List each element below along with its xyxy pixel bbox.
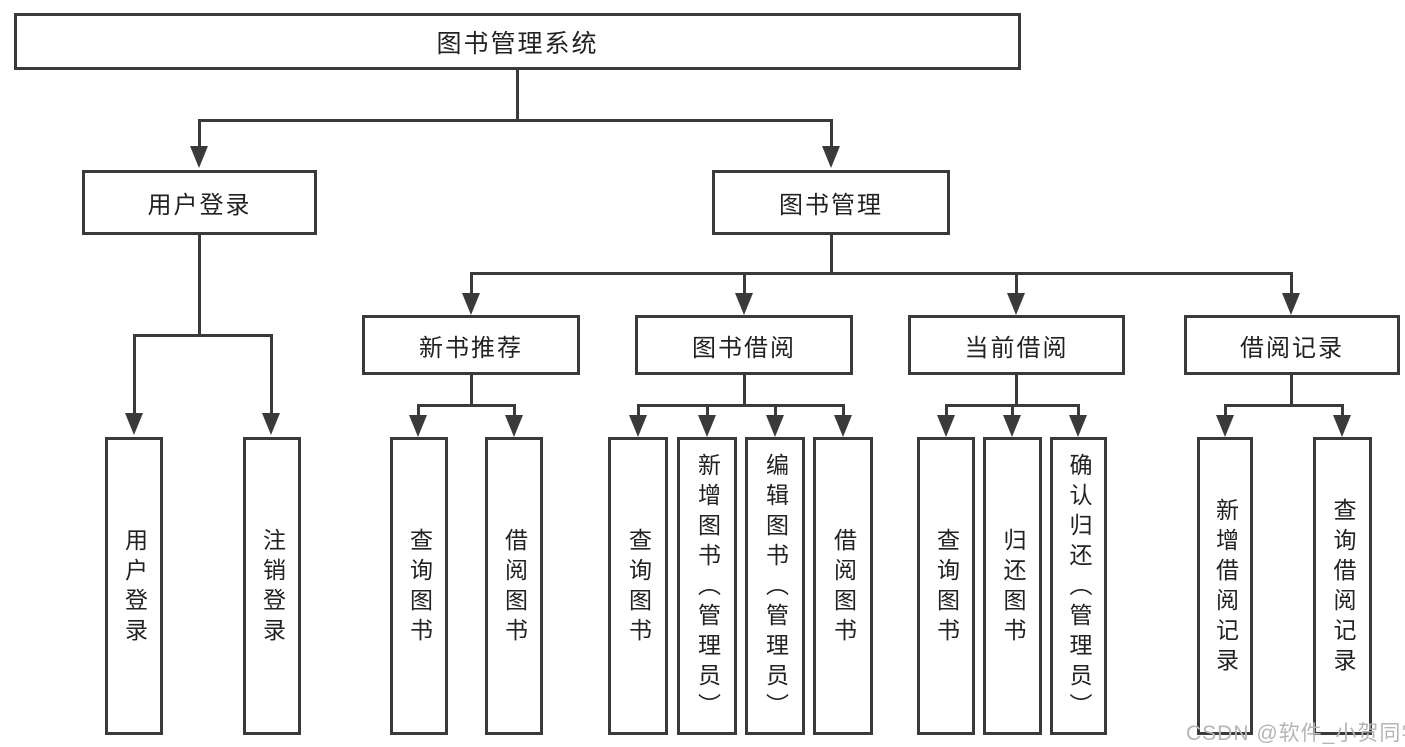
connector-stub bbox=[637, 404, 640, 417]
leaf-logout-login: 注销登录 bbox=[243, 437, 301, 735]
connector-stub-borrow-records bbox=[1290, 272, 1293, 295]
csdn-watermark-text: CSDN @软件_小贺同学 bbox=[1186, 722, 1405, 745]
connector-stub-leaf-user-login bbox=[133, 334, 136, 415]
connector-recommend-stem bbox=[470, 375, 473, 406]
arrow-down-icon bbox=[834, 415, 852, 437]
csdn-watermark: CSDN @软件_小贺同学 bbox=[1186, 717, 1405, 747]
arrow-down-icon bbox=[125, 413, 143, 435]
connector-root-bar bbox=[198, 119, 833, 122]
connector-user-login-bar bbox=[133, 334, 273, 337]
leaf-user-login: 用户登录 bbox=[105, 437, 163, 735]
leaf-recommend-query-books-label: 查询图书 bbox=[406, 528, 433, 648]
arrow-down-icon bbox=[937, 415, 955, 437]
connector-book-borrow-bar bbox=[637, 404, 844, 407]
node-borrow-records-label: 借阅记录 bbox=[1240, 334, 1344, 362]
leaf-borrow-add-books-admin: 新增图书（管理员） bbox=[677, 437, 737, 735]
node-user-login: 用户登录 bbox=[82, 170, 317, 235]
leaf-current-query-books: 查询图书 bbox=[917, 437, 975, 735]
leaf-borrow-query-books: 查询图书 bbox=[608, 437, 668, 735]
leaf-records-query-borrow-record: 查询借阅记录 bbox=[1313, 437, 1372, 735]
node-user-login-label: 用户登录 bbox=[147, 192, 252, 219]
connector-stub-new-book-recommend bbox=[470, 272, 473, 295]
connector-recommend-bar bbox=[417, 404, 516, 407]
connector-stub-book-management bbox=[830, 119, 833, 148]
connector-stub-leaf-logout bbox=[270, 334, 273, 415]
node-current-borrow-label: 当前借阅 bbox=[964, 334, 1069, 362]
connector-stub bbox=[417, 404, 420, 417]
arrow-down-icon bbox=[735, 293, 753, 315]
connector-stub bbox=[774, 404, 777, 417]
leaf-borrow-borrow-books-label: 借阅图书 bbox=[830, 528, 857, 648]
node-book-borrow: 图书借阅 bbox=[635, 315, 853, 375]
arrow-down-icon bbox=[190, 146, 208, 168]
connector-stub-current-borrow bbox=[1015, 272, 1018, 295]
connector-stub bbox=[706, 404, 709, 417]
connector-stub bbox=[842, 404, 845, 417]
arrow-down-icon bbox=[1007, 293, 1025, 315]
node-new-book-recommend-label: 新书推荐 bbox=[419, 334, 523, 362]
leaf-current-query-books-label: 查询图书 bbox=[933, 528, 960, 648]
leaf-current-confirm-return-admin: 确认归还（管理员） bbox=[1050, 437, 1107, 735]
arrow-down-icon bbox=[409, 415, 427, 437]
leaf-borrow-borrow-books: 借阅图书 bbox=[813, 437, 873, 735]
node-new-book-recommend: 新书推荐 bbox=[362, 315, 580, 375]
connector-book-management-bar bbox=[470, 272, 1293, 275]
arrow-down-icon bbox=[698, 415, 716, 437]
leaf-borrow-edit-books-admin: 编辑图书（管理员） bbox=[745, 437, 805, 735]
arrow-down-icon bbox=[629, 415, 647, 437]
arrow-down-icon bbox=[262, 413, 280, 435]
connector-stub bbox=[1011, 404, 1014, 417]
leaf-recommend-borrow-books-label: 借阅图书 bbox=[501, 528, 528, 648]
arrow-down-icon bbox=[766, 415, 784, 437]
connector-stub bbox=[1077, 404, 1080, 417]
leaf-borrow-add-books-admin-label: 新增图书（管理员） bbox=[694, 453, 721, 723]
connector-borrow-records-stem bbox=[1290, 375, 1293, 406]
arrow-down-icon bbox=[1282, 293, 1300, 315]
connector-book-borrow-stem bbox=[743, 375, 746, 406]
connector-borrow-records-bar bbox=[1224, 404, 1344, 407]
arrow-down-icon bbox=[1003, 415, 1021, 437]
leaf-borrow-edit-books-admin-label: 编辑图书（管理员） bbox=[762, 453, 789, 723]
leaf-recommend-query-books: 查询图书 bbox=[390, 437, 448, 735]
connector-stub-user-login bbox=[198, 119, 201, 148]
node-library-system: 图书管理系统 bbox=[14, 13, 1021, 70]
leaf-records-add-borrow-record: 新增借阅记录 bbox=[1197, 437, 1253, 735]
arrow-down-icon bbox=[1069, 415, 1087, 437]
connector-book-management-stem bbox=[830, 235, 833, 275]
arrow-down-icon bbox=[1333, 415, 1351, 437]
connector-user-login-stem bbox=[198, 235, 201, 336]
connector-stub bbox=[513, 404, 516, 417]
arrow-down-icon bbox=[462, 293, 480, 315]
node-book-borrow-label: 图书借阅 bbox=[692, 334, 796, 362]
node-book-management: 图书管理 bbox=[712, 170, 950, 235]
connector-current-borrow-stem bbox=[1015, 375, 1018, 406]
node-book-management-label: 图书管理 bbox=[779, 192, 883, 219]
arrow-down-icon bbox=[822, 146, 840, 168]
node-library-system-label: 图书管理系统 bbox=[436, 29, 599, 58]
connector-stub bbox=[1224, 404, 1227, 417]
leaf-records-add-borrow-record-label: 新增借阅记录 bbox=[1212, 498, 1239, 678]
leaf-current-return-books: 归还图书 bbox=[983, 437, 1042, 735]
connector-stub-book-borrow bbox=[743, 272, 746, 295]
arrow-down-icon bbox=[505, 415, 523, 437]
connector-root-stem bbox=[516, 70, 519, 121]
node-borrow-records: 借阅记录 bbox=[1184, 315, 1400, 375]
leaf-records-query-borrow-record-label: 查询借阅记录 bbox=[1330, 498, 1356, 678]
leaf-user-login-label: 用户登录 bbox=[121, 528, 148, 648]
leaf-current-confirm-return-admin-label: 确认归还（管理员） bbox=[1066, 453, 1092, 723]
leaf-recommend-borrow-books: 借阅图书 bbox=[485, 437, 543, 735]
node-current-borrow: 当前借阅 bbox=[908, 315, 1125, 375]
connector-stub bbox=[1341, 404, 1344, 417]
leaf-borrow-query-books-label: 查询图书 bbox=[625, 528, 652, 648]
leaf-current-return-books-label: 归还图书 bbox=[1000, 528, 1026, 648]
arrow-down-icon bbox=[1216, 415, 1234, 437]
connector-stub bbox=[945, 404, 948, 417]
leaf-logout-login-label: 注销登录 bbox=[259, 528, 286, 648]
